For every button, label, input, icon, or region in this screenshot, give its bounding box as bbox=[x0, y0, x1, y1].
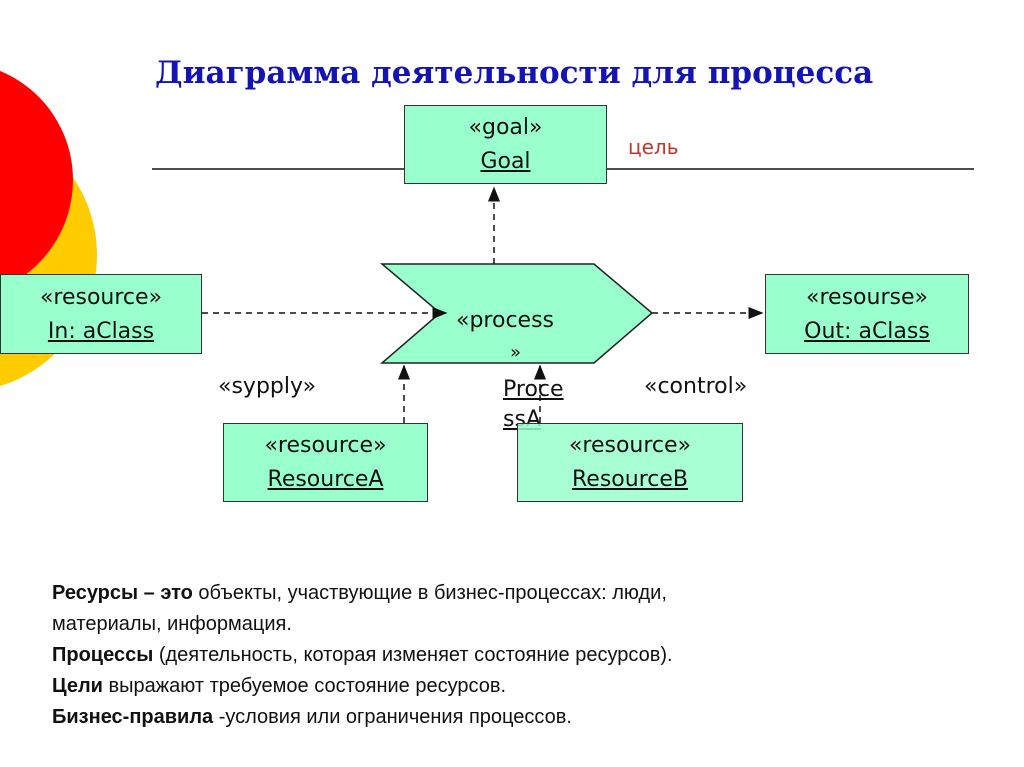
page-title: Диаграмма деятельности для процесса bbox=[155, 55, 874, 91]
out-name: Out: aClass bbox=[804, 319, 930, 344]
red-circle-decoration bbox=[0, 70, 73, 290]
in-name: In: aClass bbox=[47, 319, 155, 344]
input-resource-box[interactable]: «resource» In: aClass bbox=[0, 274, 202, 354]
resourceb-stereotype: «resource» bbox=[568, 433, 692, 458]
resourcea-name: ResourceA bbox=[267, 467, 384, 492]
text-line: Ресурсы – это объекты, участвующие в биз… bbox=[52, 582, 667, 604]
supply-label: «sypply» bbox=[218, 374, 317, 399]
goal-name: Goal bbox=[480, 149, 531, 174]
text-line: материалы, информация. bbox=[52, 613, 292, 635]
out-stereotype: «resourse» bbox=[806, 285, 928, 310]
process-stereotype: «process bbox=[456, 308, 555, 333]
goal-box[interactable]: «goal» Goal bbox=[404, 105, 607, 184]
resourceb-name: ResourceB bbox=[572, 467, 688, 492]
goal-label: цель bbox=[628, 135, 679, 159]
resourceb-box[interactable]: «resource» ResourceB bbox=[517, 423, 743, 502]
goal-stereotype: «goal» bbox=[468, 115, 543, 140]
output-resource-box[interactable]: «resourse» Out: aClass bbox=[765, 274, 969, 354]
resourcea-stereotype: «resource» bbox=[264, 433, 387, 458]
in-stereotype: «resource» bbox=[39, 285, 163, 310]
process-stereotype-end: » bbox=[510, 342, 522, 363]
text-line: Цели выражают требуемое состояние ресурс… bbox=[52, 675, 507, 697]
text-line: Бизнес-правила -условия или ограничения … bbox=[52, 706, 572, 728]
text-line: Процессы (деятельность, которая изменяет… bbox=[52, 644, 673, 666]
resourcea-box[interactable]: «resource» ResourceA bbox=[223, 423, 428, 502]
description-text: Ресурсы – это объекты, участвующие в биз… bbox=[52, 578, 673, 733]
control-label: «control» bbox=[644, 374, 748, 399]
